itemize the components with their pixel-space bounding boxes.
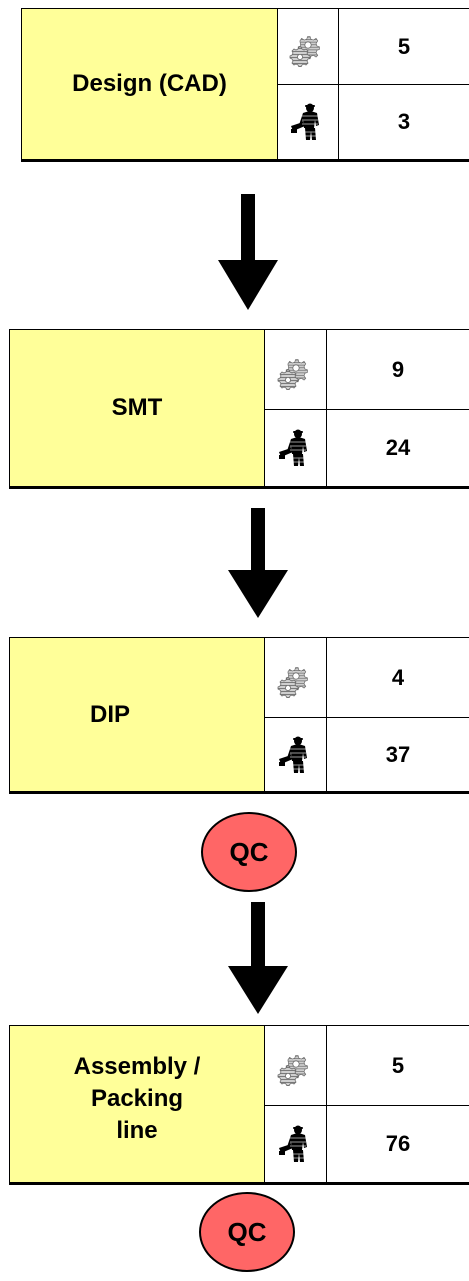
machine-icon-cell — [265, 330, 327, 410]
machine-count: 4 — [391, 664, 405, 690]
gears-icon — [288, 27, 328, 67]
machine-icon-cell — [278, 9, 339, 85]
machine-count: 5 — [397, 33, 411, 59]
worker-count: 76 — [385, 1131, 411, 1156]
worker-icon-cell — [265, 1106, 327, 1182]
machine-icon-cell — [265, 1026, 327, 1106]
worker-icon — [276, 735, 316, 775]
worker-count-cell: 37 — [327, 718, 469, 791]
stage-label-dip: DIP — [10, 638, 265, 791]
machine-count-cell: 5 — [339, 9, 469, 85]
stage-design: Design (CAD) 5 3 — [21, 8, 469, 162]
gears-icon — [276, 350, 316, 390]
worker-count: 3 — [397, 109, 411, 134]
worker-icon-cell — [278, 85, 339, 159]
worker-icon — [288, 102, 328, 142]
worker-count-cell: 76 — [327, 1106, 469, 1182]
worker-icon — [276, 1124, 316, 1164]
worker-count: 37 — [385, 741, 411, 767]
stage-label-smt: SMT — [10, 330, 265, 486]
stage-assembly: Assembly / Packing line 5 76 — [9, 1025, 469, 1185]
gears-icon — [276, 658, 316, 698]
worker-count-cell: 3 — [339, 85, 469, 159]
machine-count-cell: 9 — [327, 330, 469, 410]
qc-badge: QC — [201, 812, 297, 892]
down-arrow — [228, 508, 288, 618]
stage-label-assembly: Assembly / Packing line — [10, 1026, 265, 1182]
gears-icon — [276, 1046, 316, 1086]
worker-count: 24 — [385, 435, 411, 460]
worker-count-cell: 24 — [327, 410, 469, 486]
worker-icon-cell — [265, 718, 327, 791]
machine-count: 9 — [391, 356, 405, 382]
machine-icon-cell — [265, 638, 327, 718]
worker-icon-cell — [265, 410, 327, 486]
stage-smt: SMT 9 24 — [9, 329, 469, 489]
qc-badge: QC — [199, 1192, 295, 1272]
down-arrow — [218, 194, 278, 310]
machine-count: 5 — [391, 1052, 405, 1078]
machine-count-cell: 4 — [327, 638, 469, 718]
stage-dip: DIP 4 37 — [9, 637, 469, 794]
worker-icon — [276, 428, 316, 468]
down-arrow — [228, 902, 288, 1014]
machine-count-cell: 5 — [327, 1026, 469, 1106]
stage-label-design: Design (CAD) — [22, 9, 278, 159]
